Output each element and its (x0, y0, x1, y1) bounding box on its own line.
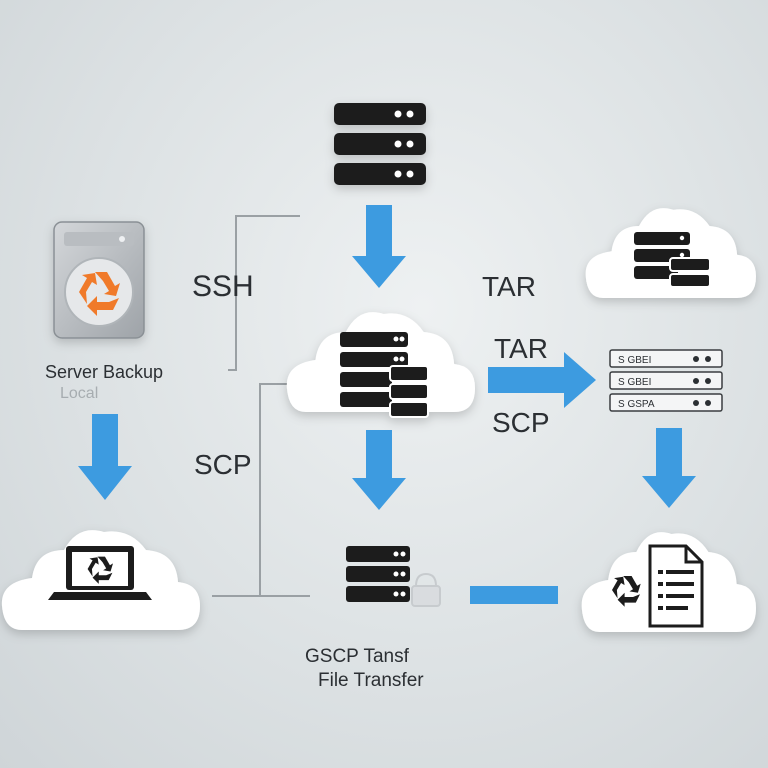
tar-top-label: TAR (482, 271, 536, 302)
scp-left-label: SCP (194, 449, 252, 480)
server-unit (334, 163, 426, 185)
connector-lines (212, 215, 310, 597)
rack-unit: S GBEI (609, 371, 723, 390)
scp-right-label: SCP (492, 407, 550, 438)
recycle-icon (79, 272, 120, 316)
rack-unit-label: S GSPA (618, 399, 655, 410)
file-transfer-label: File Transfer (318, 670, 424, 691)
document-icon (648, 544, 704, 628)
backup-drive (53, 221, 145, 339)
server-backup-label: Server Backup (45, 362, 163, 382)
rack-server-icon: S GBEI S GBEI S GSPA (609, 349, 723, 412)
server-unit (334, 133, 426, 155)
top-server-icon (334, 103, 426, 185)
rack-unit: S GBEI (609, 349, 723, 368)
recycle-icon (87, 556, 114, 584)
local-label: Local (60, 385, 98, 402)
scp-bracket (212, 383, 310, 597)
ssh-label: SSH (192, 270, 254, 303)
transfer-server-icon (346, 546, 441, 607)
server-stack-icon (634, 232, 711, 288)
tar-mid-label: TAR (494, 333, 548, 364)
laptop-cloud (1, 530, 200, 630)
arrow-down-center-cloud (352, 430, 406, 510)
ssh-bracket (228, 215, 300, 371)
gscp-label: GSCP Tansf (305, 646, 410, 667)
recycle-icon (612, 576, 641, 607)
server-stack-icon (340, 332, 429, 418)
transfer-bar (470, 586, 558, 604)
rack-unit-label: S GBEI (618, 377, 651, 388)
arrow-down-top-server (352, 205, 406, 288)
arrow-right-to-rack (488, 352, 596, 408)
rack-unit: S GSPA (609, 393, 723, 412)
laptop-icon (48, 546, 152, 600)
top-right-server-cloud (585, 208, 756, 298)
rack-unit-label: S GBEI (618, 355, 651, 366)
arrow-down-drive (78, 414, 132, 500)
document-cloud (581, 532, 756, 632)
lock-icon (411, 572, 441, 607)
arrows (78, 205, 696, 604)
center-server-cloud (286, 312, 475, 418)
arrow-down-rack (642, 428, 696, 508)
server-unit (334, 103, 426, 125)
